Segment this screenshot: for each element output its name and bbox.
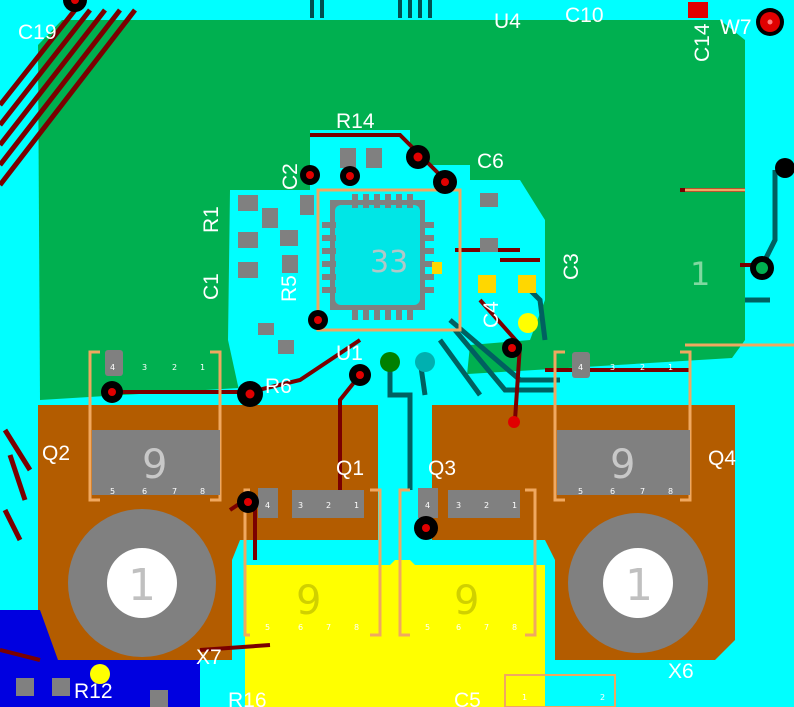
- label-c4: C4: [480, 301, 503, 328]
- q1-pin8: 8: [354, 623, 359, 632]
- label-r6: R6: [265, 375, 292, 398]
- q3-pin4-pad: [418, 488, 438, 518]
- label-u1: U1: [336, 342, 363, 365]
- silkscreen: [88, 188, 794, 637]
- q2-tab-label: 9: [142, 442, 167, 488]
- label-c3: C3: [560, 253, 583, 280]
- q1-pin3: 3: [298, 501, 303, 510]
- x7-pad-label: 1: [128, 560, 156, 611]
- label-r14: R14: [336, 110, 375, 133]
- q2-pin7: 7: [172, 487, 177, 496]
- q2-pin4: 4: [110, 363, 115, 372]
- q3-pin7: 7: [484, 623, 489, 632]
- label-c5: C5: [454, 689, 481, 707]
- x6-mounting-pad: [568, 513, 708, 653]
- q3-pin4: 4: [425, 501, 430, 510]
- q2-tab-pad: [92, 430, 220, 495]
- q1-pin6: 6: [298, 623, 303, 632]
- copper-area-blue: [0, 610, 200, 707]
- c5-pad2: 2: [600, 693, 605, 702]
- q4-pin2: 2: [640, 363, 645, 372]
- net-labels: 33 9 9 9 9 1 1 1: [128, 245, 710, 624]
- q4-tab-pad: [557, 430, 690, 495]
- label-x6: X6: [668, 660, 694, 683]
- c5-pad1: 1: [522, 693, 527, 702]
- pin-numbers: 4 3 2 1 5 6 7 8 4 3 2 1 5 6 7 8 4 3 2 1 …: [110, 363, 673, 702]
- copper-area-yellow: [245, 560, 545, 707]
- q2-pin5: 5: [110, 487, 115, 496]
- label-c19: C19: [18, 21, 57, 44]
- q4-tab-label: 9: [610, 442, 635, 488]
- label-r5: R5: [278, 275, 301, 302]
- q3-pin5: 5: [425, 623, 430, 632]
- q1-pin2: 2: [326, 501, 331, 510]
- q4-top-pads: [572, 352, 590, 378]
- q3-pin3: 3: [456, 501, 461, 510]
- label-q3: Q3: [428, 457, 456, 480]
- q4-pin8: 8: [668, 487, 673, 496]
- q3-pad-group: [448, 490, 520, 518]
- label-r12: R12: [74, 680, 113, 703]
- label-r1: R1: [200, 206, 223, 233]
- label-c1: C1: [200, 273, 223, 300]
- q1-pin7: 7: [326, 623, 331, 632]
- label-w7: W7: [720, 16, 752, 39]
- q4-pin4: 4: [578, 363, 583, 372]
- c14-pad: [688, 2, 708, 18]
- q4-pin7: 7: [640, 487, 645, 496]
- q4-pin5: 5: [578, 487, 583, 496]
- q4-pin3: 3: [610, 363, 615, 372]
- q3-pin2: 2: [484, 501, 489, 510]
- label-u4: U4: [494, 10, 521, 33]
- label-r16: R16: [228, 689, 267, 707]
- label-c2: C2: [279, 163, 302, 190]
- left-edge-arcs: [2, 428, 33, 542]
- q1-pin4-pad: [258, 488, 278, 518]
- q1-pad-group: [292, 490, 364, 518]
- q3-tab-label: 9: [454, 578, 479, 624]
- q4-pin1: 1: [668, 363, 673, 372]
- top-left-traces: [0, 8, 137, 187]
- u1-ic: [322, 194, 434, 320]
- yellow-pads: [432, 262, 536, 293]
- q2-pin3: 3: [142, 363, 147, 372]
- label-q4: Q4: [708, 447, 736, 470]
- label-c14: C14: [691, 23, 714, 62]
- q2-pin1: 1: [200, 363, 205, 372]
- designators: C19 U4 C10 W7 R14 C6 U1 R6 Q2 Q1 Q3 Q4 X…: [18, 4, 752, 707]
- q1-pin5: 5: [265, 623, 270, 632]
- q2-pin8: 8: [200, 487, 205, 496]
- q2-pin6: 6: [142, 487, 147, 496]
- passive-pads: [16, 148, 498, 707]
- q2-top-pads: [105, 350, 123, 376]
- q1-pin4: 4: [265, 501, 270, 510]
- x6-pad-label: 1: [625, 560, 653, 611]
- q3-pin1: 1: [512, 501, 517, 510]
- edge-pad-label: 1: [690, 255, 710, 293]
- x7-mounting-pad: [68, 509, 216, 657]
- label-q1: Q1: [336, 457, 364, 480]
- q2-pin2: 2: [172, 363, 177, 372]
- u1-center-label: 33: [370, 245, 408, 280]
- label-c10: C10: [565, 4, 604, 27]
- label-x7: X7: [196, 646, 222, 669]
- q1-tab-label: 9: [296, 578, 321, 624]
- c5-outline: [504, 674, 616, 707]
- q3-pin6: 6: [456, 623, 461, 632]
- label-c6: C6: [477, 150, 504, 173]
- label-q2: Q2: [42, 442, 70, 465]
- q4-pin6: 6: [610, 487, 615, 496]
- vias: [63, 0, 794, 684]
- top-center-traces: [310, 0, 432, 18]
- q3-pin8: 8: [512, 623, 517, 632]
- q1-pin1: 1: [354, 501, 359, 510]
